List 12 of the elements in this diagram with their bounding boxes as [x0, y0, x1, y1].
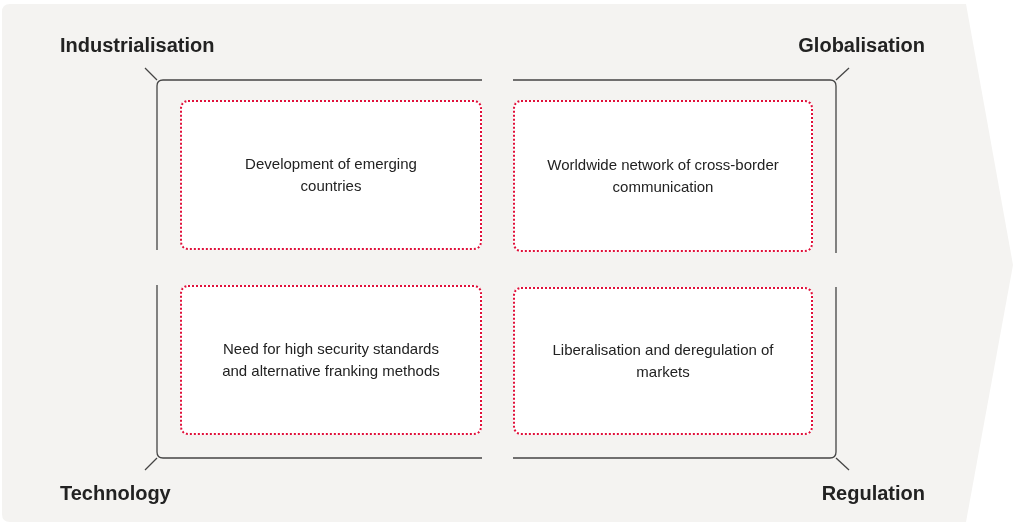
corner-heading: Regulation: [821, 481, 925, 506]
corner-heading: Technology: [60, 481, 171, 506]
factor-text: Need for high security standards and alternative franking methods: [221, 339, 441, 381]
corner-heading: Globalisation: [798, 33, 925, 58]
factor-box: [180, 100, 482, 250]
factor-box: [513, 100, 813, 252]
factor-box: [180, 285, 482, 435]
factor-text: Worldwide network of cross-border communication: [547, 155, 779, 197]
factor-text: Liberalisation and deregulation of markets: [551, 340, 775, 382]
corner-heading: Industrialisation: [60, 33, 215, 58]
factor-text: Development of emerging countries: [244, 154, 418, 196]
factor-box: [513, 287, 813, 435]
